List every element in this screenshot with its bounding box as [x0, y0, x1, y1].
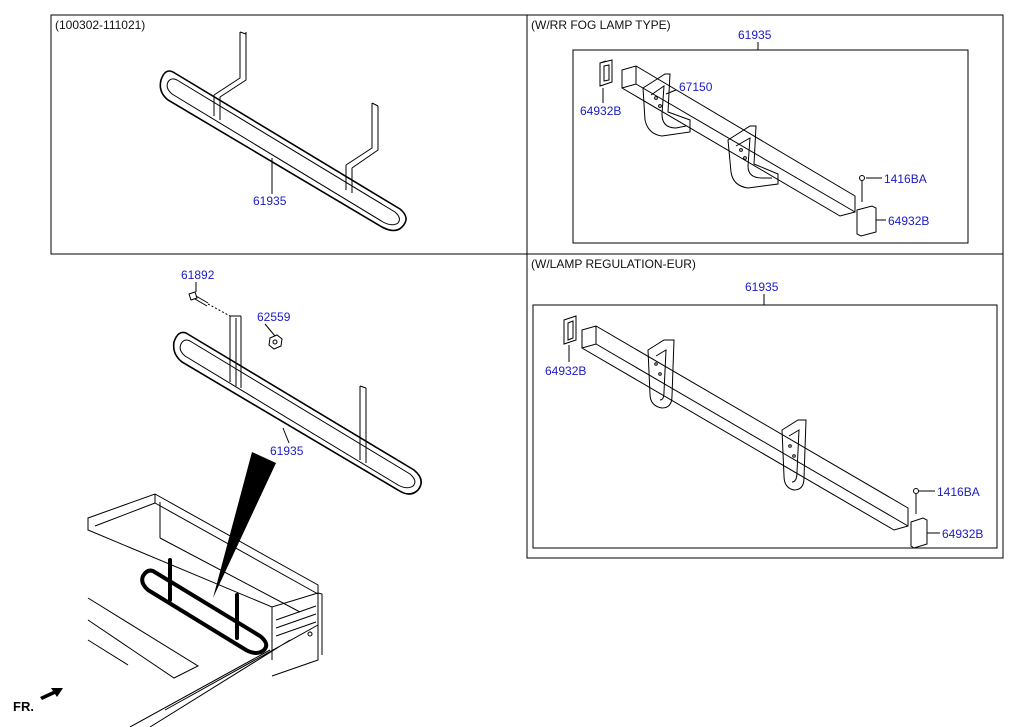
part-number-61892[interactable]: 61892: [181, 268, 215, 282]
panel-frame: [526, 14, 1004, 255]
panel-bottom-left: 61892 62559 61935: [13, 268, 422, 727]
panel-top-left: (100302-111021) 61935: [50, 14, 528, 255]
panel-caption: (100302-111021): [55, 18, 145, 32]
part-number-1416BA[interactable]: 1416BA: [937, 485, 980, 499]
nut-62559: [268, 334, 283, 350]
group-frame: [572, 49, 969, 244]
rear-guard-bar-illustration: [159, 31, 407, 232]
group-part-number-61935[interactable]: 61935: [738, 28, 772, 42]
part-number-61935[interactable]: 61935: [253, 194, 287, 208]
front-arrow-icon: [40, 688, 63, 700]
lamp-regulation-bar-illustration: [563, 315, 928, 549]
panel-frame: [50, 14, 528, 255]
panel-top-right: (W/RR FOG LAMP TYPE) 61935 64932B 6: [526, 14, 1004, 255]
front-direction-indicator: FR.: [13, 688, 63, 714]
truck-bed-illustration: [87, 493, 323, 727]
front-direction-label: FR.: [13, 699, 34, 714]
leader-line: [282, 427, 290, 444]
guard-bar-assembly-illustration: [172, 315, 422, 495]
fog-lamp-bar-illustration: [599, 59, 877, 237]
part-number-64932B[interactable]: 64932B: [545, 364, 586, 378]
assembly-line: [207, 303, 231, 317]
part-number-64932B[interactable]: 64932B: [580, 104, 621, 118]
part-number-62559[interactable]: 62559: [257, 310, 291, 324]
part-number-1416BA[interactable]: 1416BA: [884, 172, 927, 186]
panel-caption: (W/LAMP REGULATION-EUR): [531, 257, 696, 271]
part-number-64932B[interactable]: 64932B: [888, 214, 929, 228]
pointer-wedge: [213, 452, 276, 598]
panel-frame: [526, 253, 1004, 559]
panel-bottom-right: (W/LAMP REGULATION-EUR) 61935 64932B: [526, 253, 1004, 559]
leader-line: [264, 323, 276, 337]
part-number-67150[interactable]: 67150: [679, 80, 713, 94]
part-number-61935[interactable]: 61935: [270, 444, 304, 458]
panel-caption: (W/RR FOG LAMP TYPE): [531, 18, 671, 32]
group-frame: [532, 304, 998, 549]
group-part-number-61935[interactable]: 61935: [745, 280, 779, 294]
part-number-64932B[interactable]: 64932B: [942, 527, 983, 541]
bolt-61892: [188, 291, 209, 307]
leader-line: [665, 89, 677, 95]
